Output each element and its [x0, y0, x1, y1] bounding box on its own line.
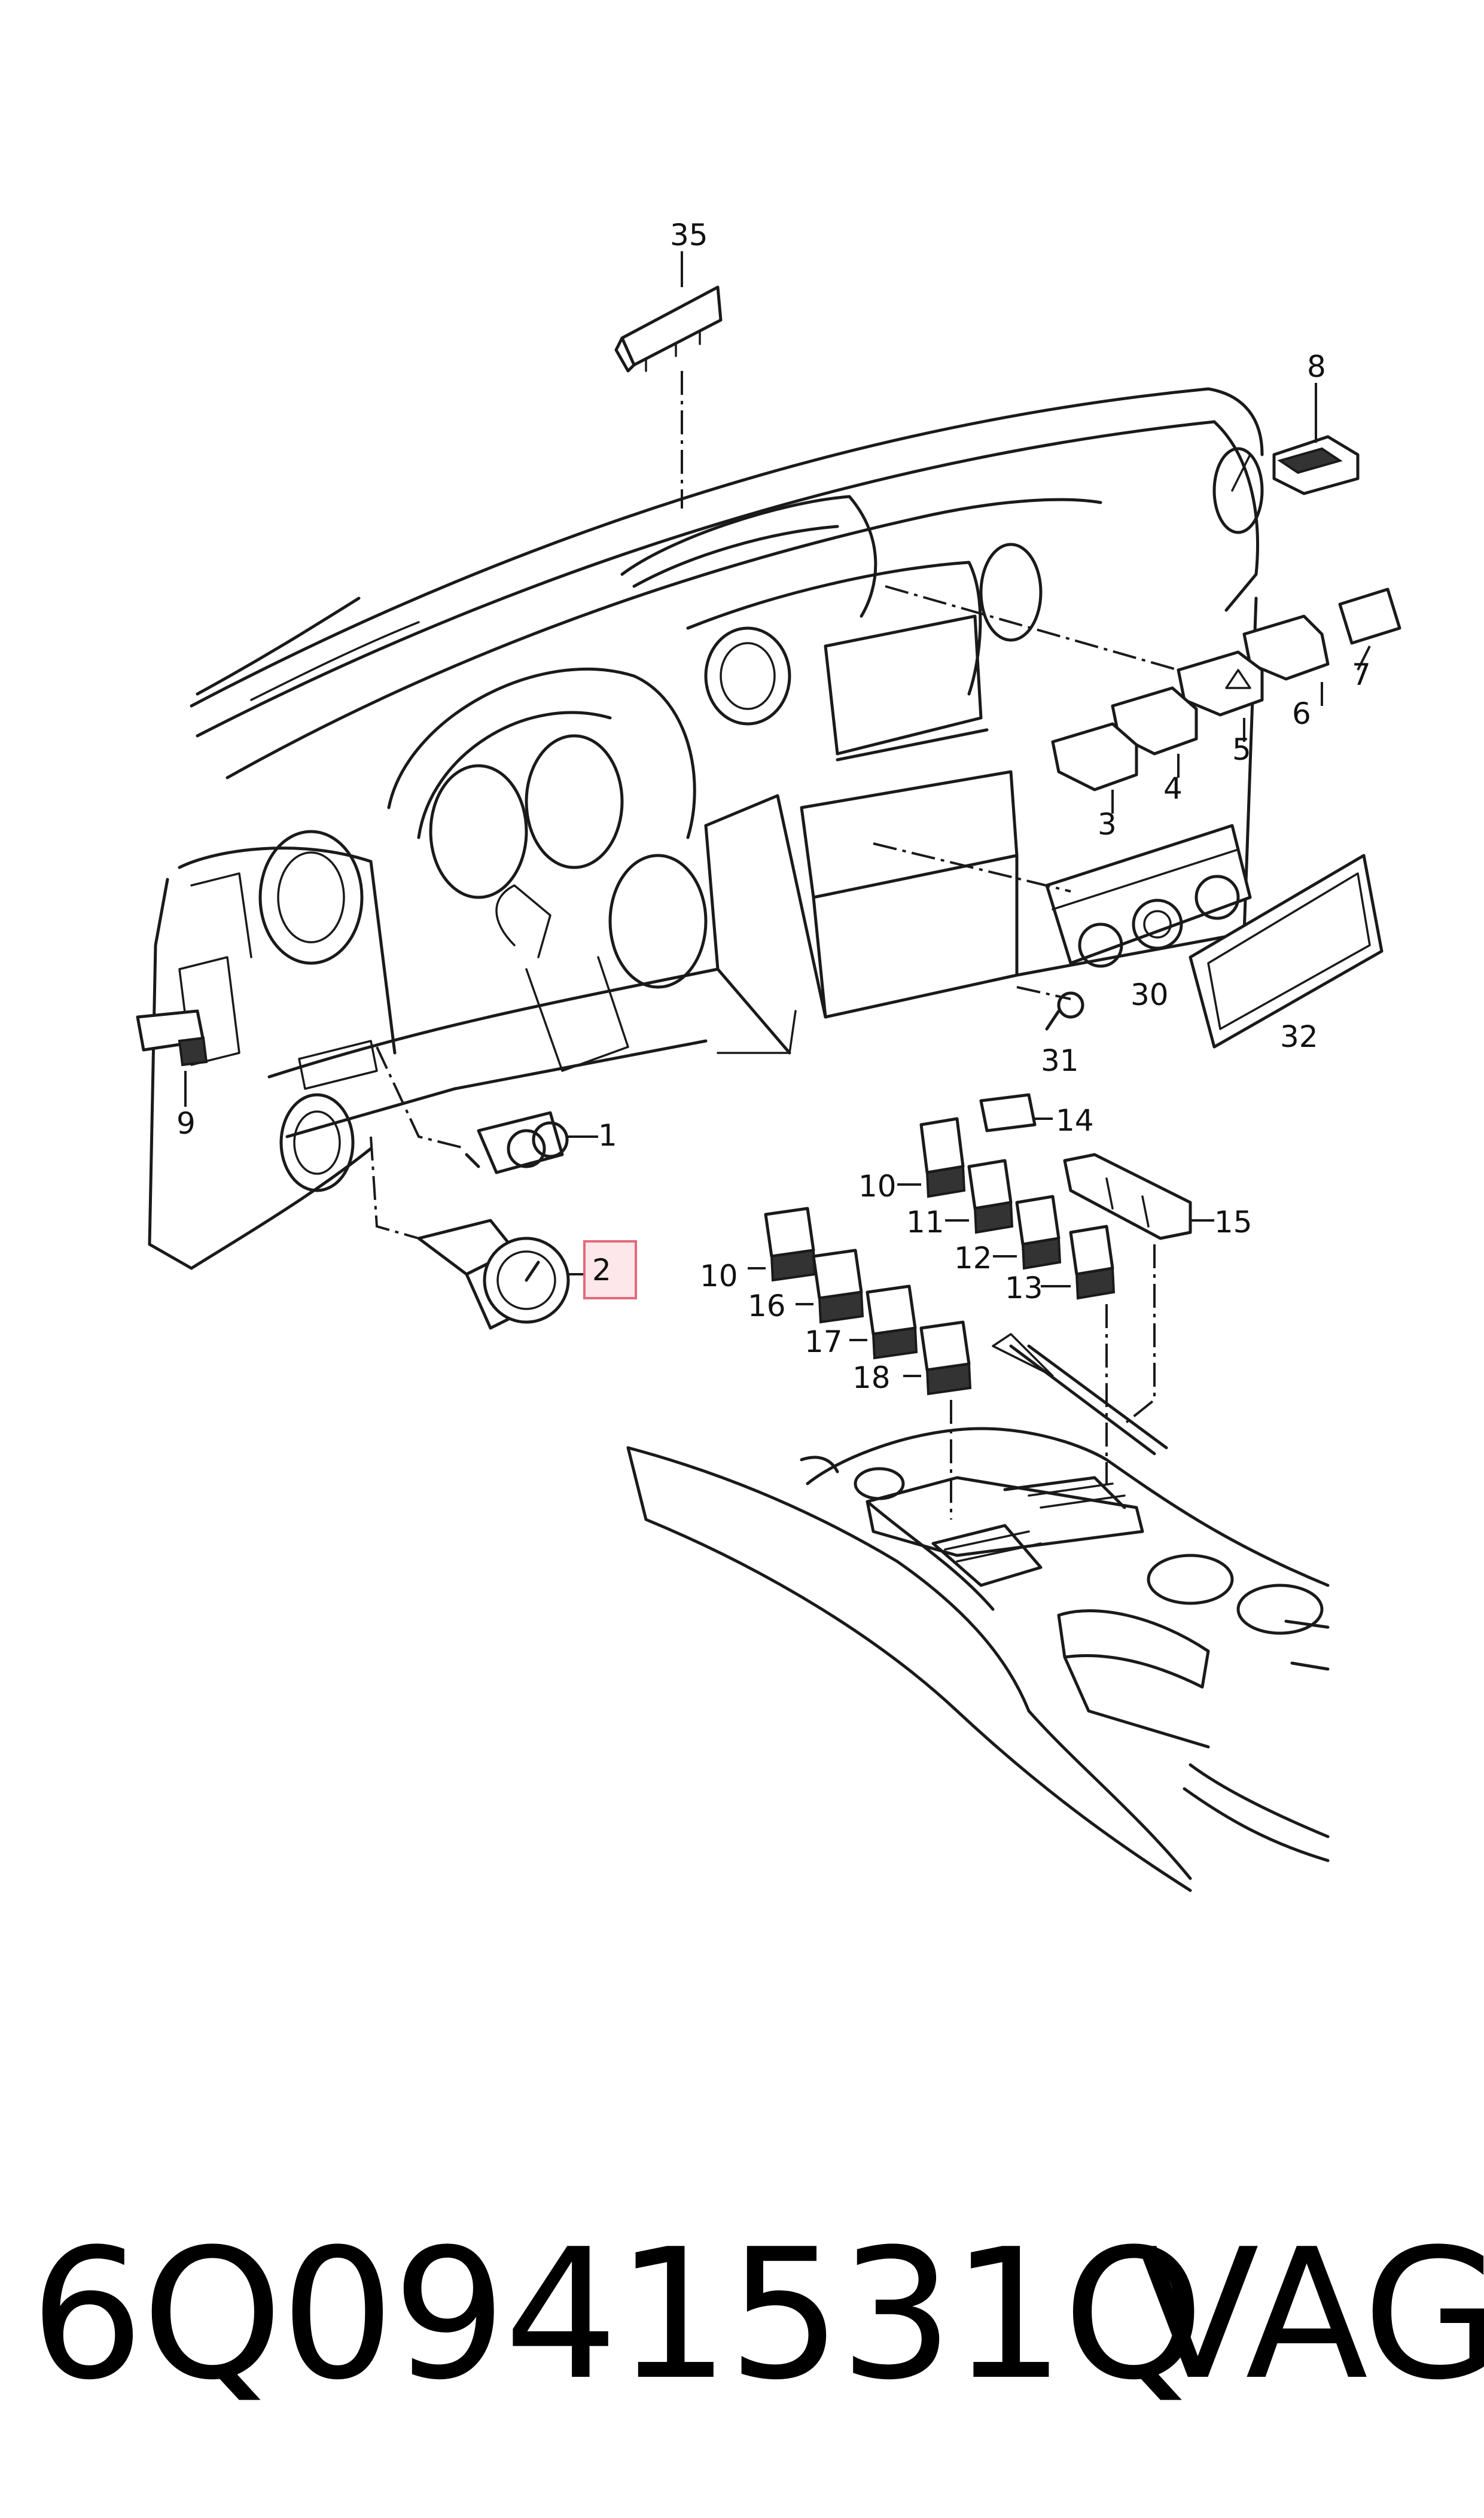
callout-35: 35	[670, 218, 708, 252]
callout-7: 7	[1352, 657, 1371, 692]
part-30-climate-control	[1045, 824, 1252, 968]
leader-lines	[184, 251, 1371, 1520]
brand-label: VAG	[1136, 2211, 1484, 2419]
callout-3: 3	[1098, 807, 1117, 842]
callout-15: 15	[1214, 1205, 1253, 1240]
callout-32: 32	[1280, 1019, 1318, 1054]
callout-10-upper: 10	[858, 1169, 897, 1204]
callout-12: 12	[954, 1241, 992, 1275]
callout-2-highlight-box	[583, 1240, 637, 1299]
switches-3-to-6	[1051, 614, 1330, 791]
callout-2: 2	[592, 1253, 611, 1287]
center-console-outline	[626, 1333, 1330, 1892]
callout-1: 1	[598, 1118, 617, 1153]
callout-9: 9	[176, 1106, 196, 1141]
callout-16: 16	[748, 1289, 786, 1323]
callout-30: 30	[1130, 978, 1169, 1012]
part-7-cap	[1338, 587, 1401, 645]
callouts: 35 8 7 6 5 4 3 30 31 32 1 2 9 14 10 11 1…	[176, 218, 1371, 1395]
part-1-switch	[465, 1111, 569, 1174]
callout-11: 11	[906, 1205, 944, 1240]
part-2-headlight-switch	[417, 1219, 570, 1330]
console-switch-group	[764, 1093, 1192, 1396]
callout-13: 13	[1005, 1271, 1043, 1305]
callout-17: 17	[805, 1325, 843, 1359]
part-31-screw	[1045, 991, 1084, 1031]
callout-8: 8	[1307, 349, 1326, 384]
exploded-parts-diagram: 35 8 7 6 5 4 3 30 31 32 1 2 9 14 10 11 1…	[136, 218, 1401, 1892]
callout-10-lower: 10	[700, 1259, 738, 1293]
part-32-frame	[1189, 854, 1384, 1049]
part-35-trim	[614, 285, 723, 373]
part-8-socket	[1272, 435, 1360, 495]
callout-5: 5	[1232, 732, 1251, 767]
callout-31: 31	[1041, 1043, 1079, 1078]
part-9-trim	[136, 1009, 208, 1067]
callout-14: 14	[1056, 1103, 1094, 1138]
callout-6: 6	[1292, 696, 1311, 731]
dashboard-outline	[148, 387, 1264, 1270]
part-number-label: 6Q0941531Q	[30, 2211, 1204, 2419]
callout-18: 18	[852, 1360, 891, 1395]
callout-4: 4	[1163, 771, 1183, 806]
